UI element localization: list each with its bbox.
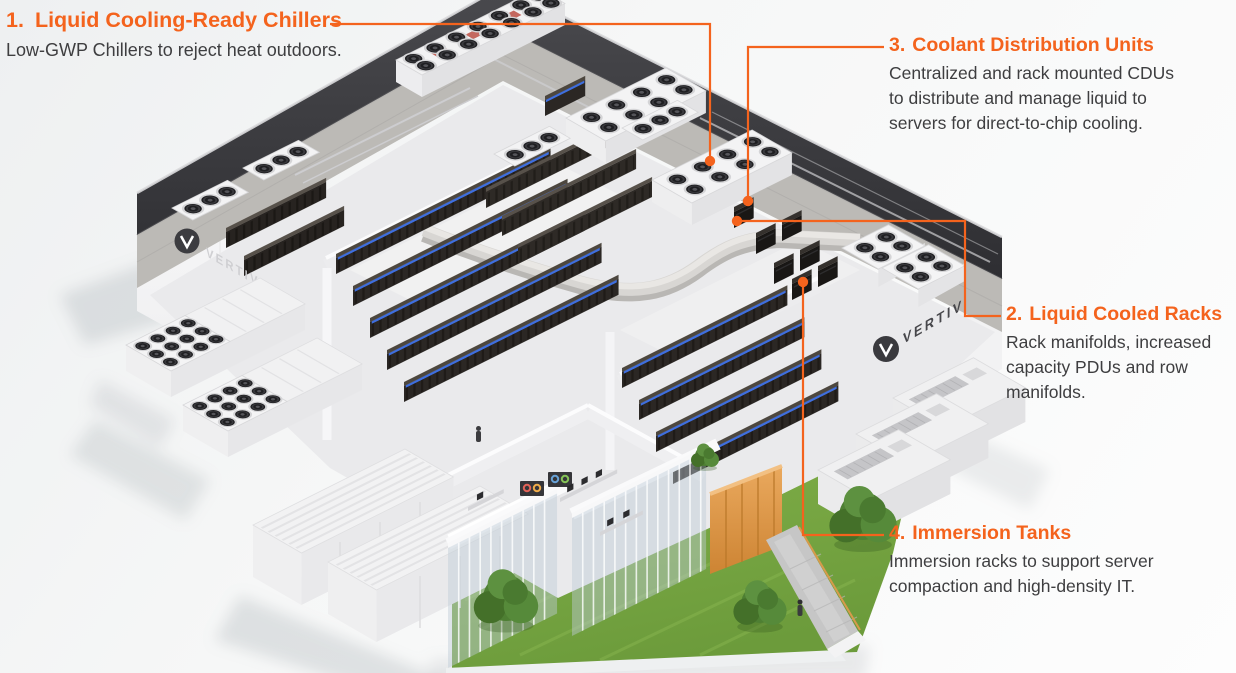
annotation-chillers: 1. Liquid Cooling-Ready Chillers Low-GWP… [6, 8, 426, 61]
leader-dot-2 [731, 215, 743, 227]
person-in-hall [476, 426, 481, 442]
annotation-racks-title: 2. Liquid Cooled Racks [1006, 303, 1223, 325]
leader-dot-1 [704, 155, 716, 167]
leader-dot-3 [742, 195, 754, 207]
wall-monitoring-screens [520, 472, 572, 496]
annotation-chillers-title: 1. Liquid Cooling-Ready Chillers [6, 8, 342, 32]
glass-curtain-wall-front [572, 445, 707, 636]
leader-lines [330, 22, 1001, 537]
rooftop-chiller-long [396, 0, 565, 97]
person-on-ramp [797, 599, 803, 616]
annotation-cdu: 3. Coolant Distribution Units Centralize… [889, 34, 1184, 136]
annotation-cdu-title: 3. Coolant Distribution Units [889, 34, 1154, 56]
rooftop-chiller-8fan-b [652, 130, 792, 225]
leader-line-3 [746, 45, 884, 197]
leader-dots [704, 155, 809, 288]
annotation-liquid-cooled-racks: 2. Liquid Cooled Racks Rack manifolds, i… [1006, 303, 1234, 405]
annotation-immersion-tanks: 4. Immersion Tanks Immersion racks to su… [889, 522, 1191, 599]
perimeter-path [446, 650, 846, 673]
walkway-ramp [766, 525, 866, 658]
noc-desks [468, 468, 643, 536]
annotation-immersion-title: 4. Immersion Tanks [889, 522, 1072, 544]
interior-floor [150, 85, 995, 598]
office-area [445, 426, 721, 668]
exterior-chiller-module-2 [183, 338, 362, 457]
mezzanine-condensers [842, 225, 965, 307]
roof-parapet-band [137, 0, 1002, 279]
leader-dot-4 [797, 276, 809, 288]
annotation-immersion-body: Immersion racks to support server compac… [889, 551, 1154, 596]
exterior-chiller-module-1 [126, 278, 305, 397]
entrance-canopy [709, 464, 783, 574]
leader-line-4 [801, 286, 884, 537]
annotation-cdu-body: Centralized and rack mounted CDUs to dis… [889, 63, 1174, 133]
annotation-racks-body: Rack manifolds, increased capacity PDUs … [1006, 332, 1212, 402]
leader-line-1 [330, 22, 712, 157]
annotation-chillers-body: Low-GWP Chillers to reject heat outdoors… [6, 40, 342, 60]
leader-line-2 [740, 219, 1001, 318]
